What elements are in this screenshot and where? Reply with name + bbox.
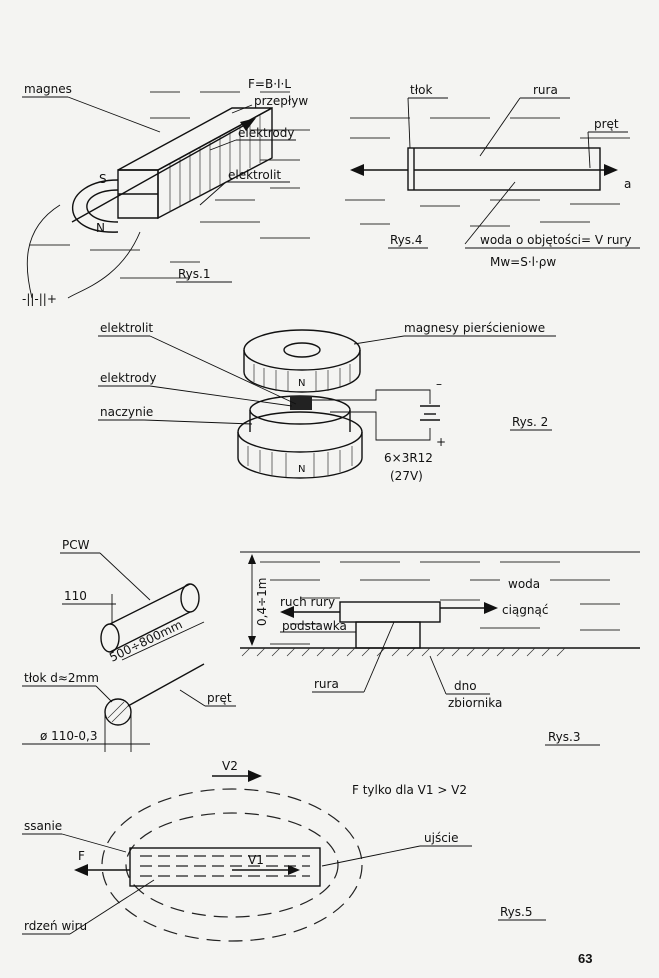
rys2-label-naczynie: naczynie — [100, 405, 153, 419]
rys1-label-elektrolit: elektrolit — [228, 168, 281, 182]
rys1-label-magnes: magnes — [24, 82, 72, 96]
rys3-label-110: 110 — [64, 589, 87, 603]
rys2-n-top: N — [298, 378, 305, 389]
rys5-label-v1: V1 — [248, 853, 264, 867]
rys3-label-zbiornika: zbiornika — [448, 696, 502, 710]
rys5-label-f: F — [78, 849, 85, 863]
rys4-label-tlok: tłok — [410, 83, 432, 97]
rys3-label-glebokosc: 0,4÷1m — [255, 578, 269, 626]
rys4-caption: Rys.4 — [390, 233, 422, 247]
rys5-diagram: V2 F tylko dla V1 > V2 ssanie ujście F V… — [22, 759, 546, 942]
rys2-label-elektrody: elektrody — [100, 371, 156, 385]
rys2-n-bottom: N — [298, 464, 305, 475]
rys3-label-srednica: ø 110-0,3 — [40, 729, 97, 743]
rys5-label-ssanie: ssanie — [24, 819, 62, 833]
rys2-plus: + — [436, 435, 446, 449]
rys3-diagram: PCW 110 500÷800mm tłok d≈2mm pręt ø 110-… — [22, 538, 640, 752]
rys4-label-a: a — [624, 177, 631, 191]
rys1-pole-n: N — [96, 221, 105, 235]
rys3-label-pcw: PCW — [62, 538, 90, 552]
rys2-bateria: 6×3R12 — [384, 451, 433, 465]
rys3-label-woda: woda — [508, 577, 540, 591]
rys5-label-v2: V2 — [222, 759, 238, 773]
rys3-label-podstawka: podstawka — [282, 619, 347, 633]
rys3-caption: Rys.3 — [548, 730, 580, 744]
rys3-label-tlok: tłok d≈2mm — [24, 671, 99, 685]
rys2-minus: – — [436, 377, 442, 391]
rys4-label-rura: rura — [533, 83, 558, 97]
rys2-napiecie: (27V) — [390, 469, 423, 483]
rys1-diagram: magnes F=B·I·L przepływ elektrody elektr… — [22, 77, 310, 306]
rys4-label-pret: pręt — [594, 117, 619, 131]
rys5-label-rdzen: rdzeń wiru — [24, 919, 87, 933]
rys1-pole-s: S — [99, 172, 107, 186]
rys2-label-elektrolit: elektrolit — [100, 321, 153, 335]
rys1-caption: Rys.1 — [178, 267, 210, 281]
rys5-label-ujscie: ujście — [424, 831, 459, 845]
rys1-bateria: -||-||+ — [22, 292, 57, 306]
rys2-label-magnesy: magnesy pierścieniowe — [404, 321, 545, 335]
rys3-label-ruch-rury: ruch rury — [280, 595, 335, 609]
rys2-diagram: elektrolit magnesy pierścieniowe elektro… — [98, 321, 556, 483]
rys4-label-woda: woda o objętości= V rury — [480, 233, 631, 247]
rys5-warunek: F tylko dla V1 > V2 — [352, 783, 467, 797]
rys4-mw: Mw=S·l·ρw — [490, 255, 556, 269]
rys3-label-ciagnac: ciągnąć — [502, 603, 548, 617]
rys1-formula: F=B·I·L — [248, 77, 291, 91]
rys3-label-dno: dno — [454, 679, 477, 693]
rys4-diagram: tłok rura pręt a Rys.4 woda o objętości=… — [345, 83, 640, 269]
rys1-label-przeplyw: przepływ — [254, 94, 308, 108]
rys2-caption: Rys. 2 — [512, 415, 548, 429]
rys3-label-rura: rura — [314, 677, 339, 691]
rys3-label-pret: pręt — [207, 691, 232, 705]
page-number: 63 — [578, 951, 592, 966]
rys1-label-elektrody: elektrody — [238, 126, 294, 140]
rys5-caption: Rys.5 — [500, 905, 532, 919]
